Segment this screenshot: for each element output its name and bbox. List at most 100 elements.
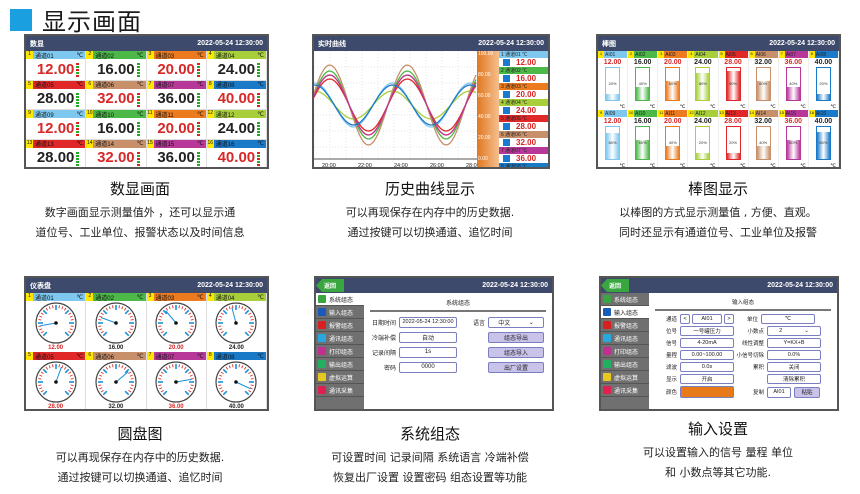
sidebar-item[interactable]: 输出组态 <box>601 358 649 371</box>
checkbox-icon[interactable] <box>503 155 510 162</box>
sidebar-item[interactable]: 报警组态 <box>601 319 649 332</box>
signal-field[interactable]: 4-20mA <box>680 338 734 348</box>
clear-accumulate-button[interactable]: 清除累积 <box>767 374 821 384</box>
sidebar-item[interactable]: 报警组态 <box>316 319 364 332</box>
unit-field[interactable]: ℃ <box>761 314 815 324</box>
sidebar-item[interactable]: 输入组态 <box>316 306 364 319</box>
sidebar-item[interactable]: 虚拟运算 <box>316 371 364 384</box>
channel-field[interactable]: AI01 <box>692 314 722 324</box>
next-channel-button[interactable]: > <box>724 314 734 324</box>
prev-channel-button[interactable]: < <box>680 314 690 324</box>
linear-adjust-field[interactable]: Y=KX+B <box>767 338 821 348</box>
password-field[interactable]: 0000 <box>399 361 457 373</box>
back-button[interactable]: 返回 <box>601 279 630 292</box>
copy-source-field[interactable]: AI01 <box>767 386 791 398</box>
sidebar-item[interactable]: 输出组态 <box>316 358 364 371</box>
back-button[interactable]: 返回 <box>316 279 345 292</box>
color-picker[interactable] <box>680 386 734 398</box>
sidebar-item[interactable]: 通讯组态 <box>601 332 649 345</box>
sidebar-item[interactable]: 系统组态 <box>316 293 364 306</box>
sidebar-item[interactable]: 打印组态 <box>601 345 649 358</box>
sidebar-item[interactable]: 通讯采集 <box>601 384 649 397</box>
small-signal-cut-field[interactable]: 0.0% <box>767 350 821 360</box>
record-interval-field[interactable]: 1s <box>399 346 457 358</box>
sidebar-item[interactable]: 输入组态 <box>601 306 649 319</box>
range-field[interactable]: 0.00~100.00 <box>680 350 734 360</box>
checkbox-icon[interactable] <box>503 107 510 114</box>
sidebar-item[interactable]: 虚拟运算 <box>601 371 649 384</box>
language-select[interactable]: 中文⌄ <box>488 316 544 328</box>
sidebar-item[interactable]: 系统组态 <box>601 293 649 306</box>
display-field[interactable]: 开启 <box>680 374 734 384</box>
factory-reset-button[interactable]: 出厂设置 <box>488 361 544 373</box>
export-config-button[interactable]: 组态导出 <box>488 331 544 343</box>
legend-item[interactable]: 8 通道08 ℃40.00 <box>499 163 548 167</box>
sidebar-item[interactable]: 打印组态 <box>316 345 364 358</box>
filter-field[interactable]: 0.0s <box>680 362 734 372</box>
sidebar-item[interactable]: 通讯采集 <box>316 384 364 397</box>
decimal-select[interactable]: 2⌄ <box>767 326 821 336</box>
checkbox-icon[interactable] <box>503 139 510 146</box>
sidebar-item[interactable]: 通讯组态 <box>316 332 364 345</box>
checkbox-icon[interactable] <box>503 123 510 130</box>
accumulate-field[interactable]: 关闭 <box>767 362 821 372</box>
date-time-field[interactable]: 2022-05-24 12:30:00 <box>399 316 457 328</box>
tag-field[interactable]: 一号罐压力 <box>680 326 734 336</box>
import-config-button[interactable]: 组态导入 <box>488 346 544 358</box>
paste-button[interactable]: 粘贴 <box>794 386 820 398</box>
checkbox-icon[interactable] <box>503 91 510 98</box>
cold-junction-field[interactable]: 自动 <box>399 331 457 343</box>
checkbox-icon[interactable] <box>503 75 510 82</box>
unit-label: ℃ <box>197 82 204 88</box>
checkbox-icon[interactable] <box>503 59 510 66</box>
